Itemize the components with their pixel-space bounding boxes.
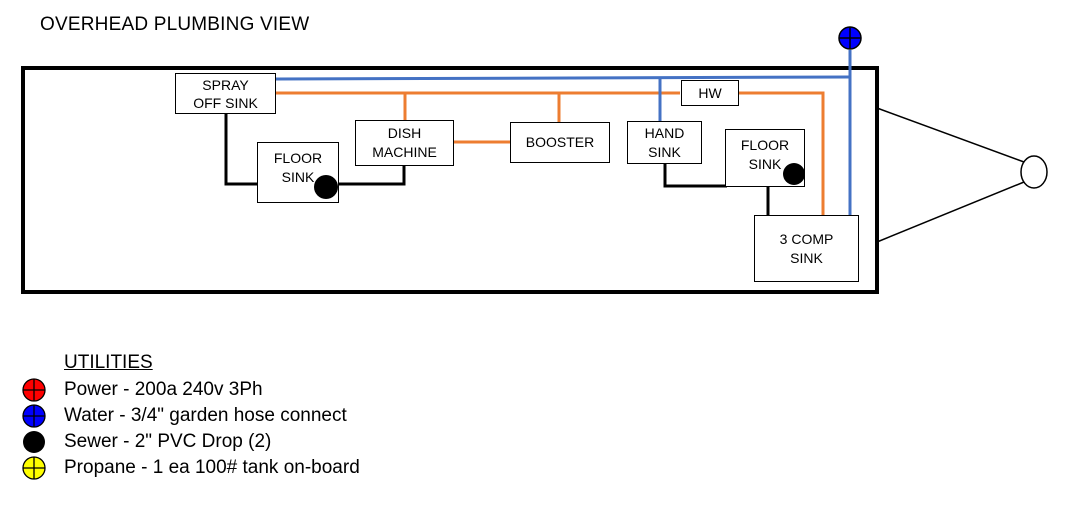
legend-item-power: Power - 200a 240v 3Ph: [22, 377, 263, 403]
fixture-hand-sink: HAND SINK: [627, 121, 702, 164]
water-connection-icon: [838, 26, 862, 50]
trailer-outline: [21, 66, 879, 294]
trailer-tongue-top: [876, 107, 1025, 163]
fixture-booster: BOOSTER: [510, 122, 610, 163]
power-icon: [22, 378, 46, 402]
fixture-hw: HW: [681, 80, 739, 106]
legend-item-sewer: Sewer - 2" PVC Drop (2): [22, 429, 271, 455]
propane-icon: [22, 456, 46, 480]
fixture-floor-sink-2: FLOOR SINK: [725, 129, 805, 187]
drain-lines: [224, 113, 770, 216]
legend-label-propane: Propane - 1 ea 100# tank on-board: [64, 457, 360, 478]
legend-label-water: Water - 3/4" garden hose connect: [64, 405, 347, 426]
sewer-drop-icon: [783, 163, 805, 185]
water-lines: [275, 50, 852, 216]
fixture-spray-off-sink: SPRAY OFF SINK: [175, 73, 276, 114]
hot-water-lines: [276, 91, 825, 216]
fixture-three-comp-sink: 3 COMP SINK: [754, 215, 859, 282]
legend-item-propane: Propane - 1 ea 100# tank on-board: [22, 455, 360, 481]
legend-label-power: Power - 200a 240v 3Ph: [64, 379, 263, 400]
legend-label-sewer: Sewer - 2" PVC Drop (2): [64, 431, 272, 452]
fixture-dish-machine: DISH MACHINE: [355, 120, 454, 166]
legend-title: UTILITIES: [64, 352, 153, 373]
water-icon: [22, 404, 46, 428]
page-title: OVERHEAD PLUMBING VIEW: [40, 14, 310, 35]
sewer-icon: [23, 431, 45, 453]
sewer-drop-icon: [314, 175, 338, 199]
hitch-coupler: [1020, 155, 1048, 189]
trailer-tongue-bottom: [876, 181, 1025, 243]
legend-item-water: Water - 3/4" garden hose connect: [22, 403, 347, 429]
